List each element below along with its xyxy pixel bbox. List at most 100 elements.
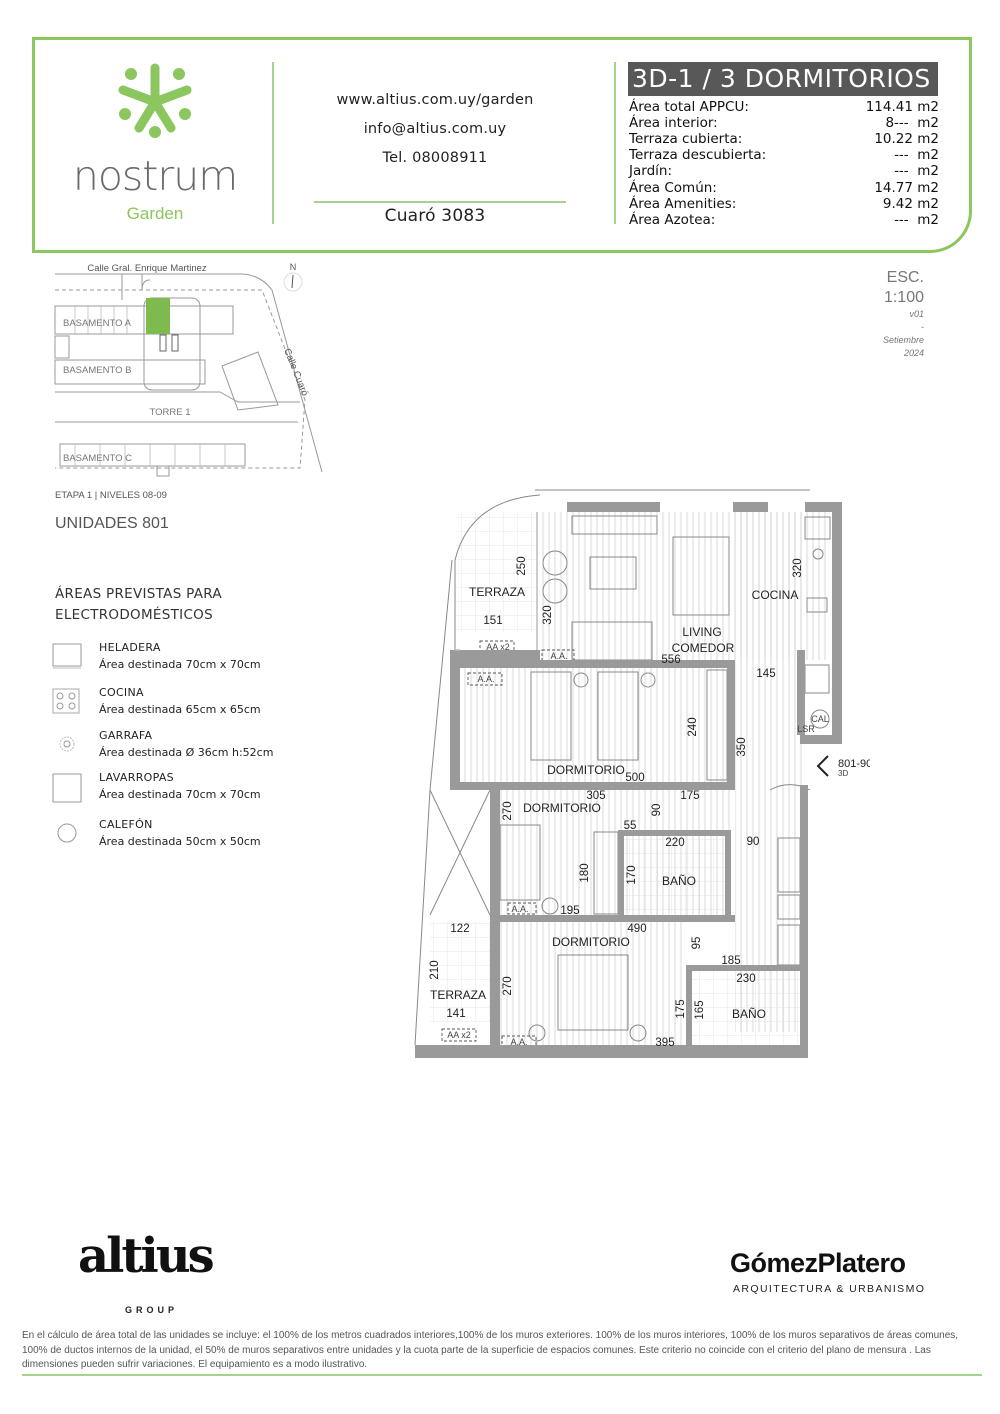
dimension: 320 [792, 558, 804, 577]
brand-sub: Garden [126, 204, 184, 223]
room-label: DORMITORIO [552, 935, 630, 949]
dimension: 90 [747, 836, 760, 848]
dimension: 270 [502, 801, 514, 820]
altius-group: GROUP [125, 1305, 179, 1315]
dimension: 220 [665, 837, 684, 849]
dimension: 556 [661, 654, 680, 666]
area-row: Área interior: 8--- m2 [629, 115, 939, 131]
site-plan: Calle Gral. Enrique Martinez N BASAMENTO… [54, 262, 323, 477]
dimension: 195 [560, 905, 579, 917]
area-value: --- m2 [894, 211, 939, 228]
dimension: 230 [736, 973, 755, 985]
dimension: 122 [450, 923, 469, 935]
water-heater-icon [52, 820, 82, 850]
legend-item-desc: Área destinada 70cm x 70cm [99, 788, 261, 801]
room-label: DORMITORIO [523, 801, 601, 815]
area-row: Área Amenities:9.42 m2 [629, 196, 939, 212]
dimension: 55 [624, 820, 637, 832]
legend-title-line: ÁREAS PREVISTAS PARA [55, 586, 222, 602]
ac-label: A.A. [477, 674, 494, 684]
ac-label: AA x2 [486, 642, 510, 652]
dimension: 141 [446, 1008, 465, 1020]
area-row: Área total APPCU: 114.41 m2 [629, 99, 939, 115]
dimension: 175 [680, 790, 699, 802]
legend-item-desc: Área destinada 50cm x 50cm [99, 835, 261, 848]
dimension: 185 [721, 955, 740, 967]
unit-reference: 801-901 [838, 758, 870, 770]
area-value: 8--- m2 [885, 115, 939, 132]
legend-item-desc: Área destinada 70cm x 70cm [99, 658, 261, 671]
dimension: 500 [625, 772, 644, 784]
ac-label: A.A. [511, 904, 528, 914]
legend-item: GARRAFA Área destinada Ø 36cm h:52cm [52, 729, 273, 761]
legend-item: CALEFÓN Área destinada 50cm x 50cm [52, 818, 261, 850]
scale-value: 1:100 [883, 289, 924, 306]
contact-email[interactable]: info@altius.com.uy [363, 121, 507, 137]
room-label: TERRAZA [430, 988, 486, 1002]
disclaimer: En el cálculo de área total de las unida… [22, 1330, 959, 1370]
unit-reference-sub: 3D [838, 769, 848, 778]
area-label: Área Común: [629, 179, 717, 196]
dimension: 210 [429, 960, 441, 979]
date-month: Setiembre [882, 335, 924, 345]
brand-name: nostrum [72, 152, 238, 200]
contact-web[interactable]: www.altius.com.uy/garden [336, 92, 534, 108]
basamento-b: BASAMENTO B [63, 365, 131, 376]
area-value: 10.22 m2 [874, 131, 939, 148]
torre-label: TORRE 1 [149, 407, 190, 418]
dimension: 90 [651, 804, 663, 817]
dimension: 350 [736, 737, 748, 756]
fridge-icon [52, 643, 82, 673]
dimension: 270 [502, 976, 514, 995]
legend-item-name: CALEFÓN [99, 818, 153, 831]
floor-plan: TERRAZA LIVING COMEDOR COCINA DORMITORIO… [414, 489, 870, 1058]
altius-logo: altius [78, 1228, 215, 1284]
legend-item: LAVARROPAS Área destinada 70cm x 70cm [52, 771, 261, 807]
nostrum-logo-icon [118, 63, 192, 138]
room-label: BAÑO [662, 874, 696, 888]
dimension: 305 [586, 790, 605, 802]
washer-icon [52, 773, 82, 807]
gas-cylinder-icon [52, 731, 82, 761]
legend-item-name: LAVARROPAS [99, 771, 174, 784]
dimension: 395 [655, 1037, 674, 1049]
contact-tel: Tel. 08008911 [382, 150, 488, 166]
area-label: Jardín: [629, 163, 672, 180]
divider [272, 62, 274, 224]
dimension: 165 [694, 1000, 706, 1019]
area-label: Terraza cubierta: [629, 131, 743, 148]
address: Cuaró 3083 [384, 206, 486, 226]
legend-title: ÁREAS PREVISTAS PARA ELECTRODOMÉSTICOS [55, 584, 222, 626]
room-label: COCINA [752, 588, 799, 602]
legend-item-name: HELADERA [99, 641, 161, 654]
room-label: BAÑO [732, 1007, 766, 1021]
dimension: 250 [516, 556, 528, 575]
area-value: 14.77 m2 [874, 179, 939, 196]
gomezplatero-logo: GómezPlatero [730, 1248, 906, 1278]
legend-item-name: COCINA [99, 686, 144, 699]
dimension: 151 [483, 615, 502, 627]
area-label: Área interior: [629, 115, 718, 132]
north-label: N [290, 262, 297, 272]
area-row: Terraza descubierta:--- m2 [629, 147, 939, 163]
ac-label: A.A. [510, 1037, 527, 1047]
basamento-c: BASAMENTO C [63, 453, 132, 464]
scale-block: ESC. 1:100 v01 - Setiembre 2024 [883, 268, 924, 360]
dimension: 240 [687, 717, 699, 736]
header-box [32, 37, 972, 253]
dimension: 145 [756, 668, 775, 680]
street-right: Calle Cuaró [281, 347, 310, 398]
area-label: Área total APPCU: [629, 99, 749, 115]
footer-line [22, 1374, 982, 1376]
legend-item-name: GARRAFA [99, 729, 153, 742]
ac-label: AA x2 [447, 1030, 471, 1040]
dimension: 170 [626, 865, 638, 884]
legend-item-desc: Área destinada Ø 36cm h:52cm [99, 746, 274, 759]
room-label: COMEDOR [672, 641, 735, 655]
scale-dash: - [921, 322, 924, 332]
area-value: 114.41 m2 [865, 99, 939, 115]
area-label: Área Azotea: [629, 211, 716, 228]
stove-icon [52, 688, 82, 718]
dimension: 490 [627, 923, 646, 935]
